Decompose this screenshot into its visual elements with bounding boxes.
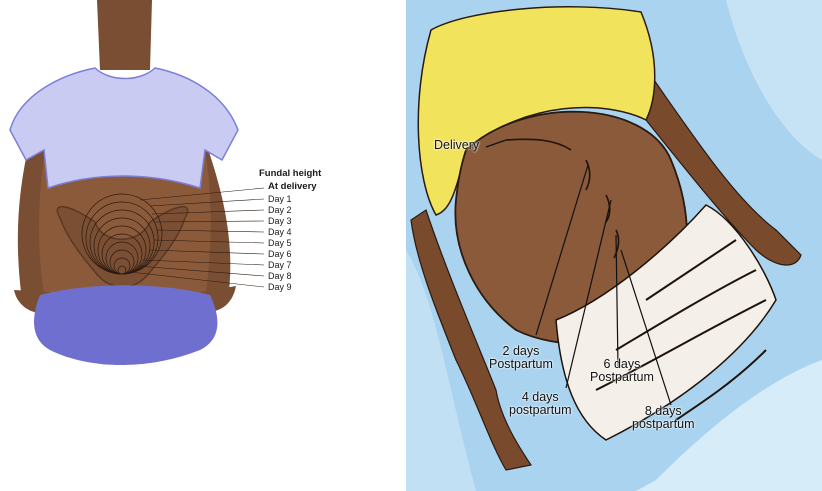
day-label: Day 6 [268,250,292,259]
day-label: Day 2 [268,206,292,215]
neck [97,0,152,70]
day-label: Day 7 [268,261,292,270]
fundal-height-title: Fundal height [259,168,321,179]
day-label: Day 1 [268,195,292,204]
day-label: Day 4 [268,228,292,237]
day-label: Day 3 [268,217,292,226]
at-delivery-label: At delivery [268,181,317,192]
cloth [34,285,217,365]
sketch-illustration [406,0,822,491]
day-label: Day 9 [268,283,292,292]
day-label: Day 8 [268,272,292,281]
textbook-illustration [0,0,400,491]
fundal-height-textbook-figure: Fundal height At delivery Day 1 Day 2 Da… [0,0,400,491]
day-label: Day 5 [268,239,292,248]
delivery-label: Delivery [434,139,479,152]
